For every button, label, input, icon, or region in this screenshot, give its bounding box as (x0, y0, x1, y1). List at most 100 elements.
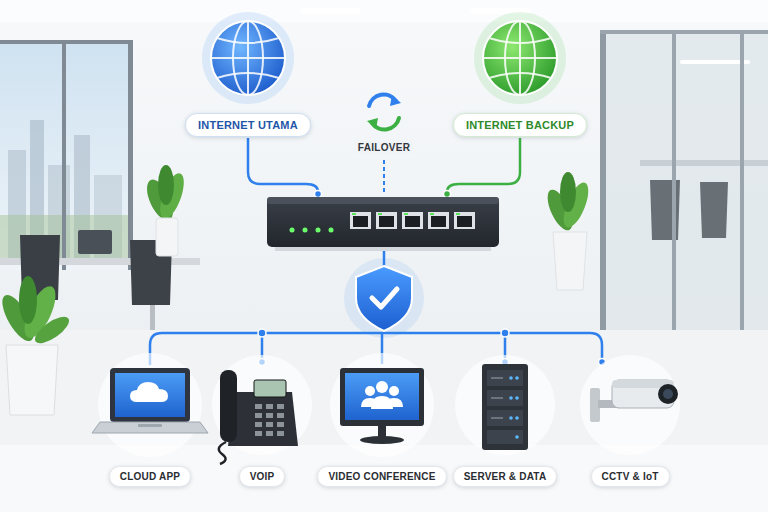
server-icon-part (487, 390, 523, 406)
device-glows-part (212, 355, 312, 455)
cctv-camera-icon-part (663, 389, 673, 399)
server-icon-part (515, 435, 519, 439)
device-label: CCTV & IoT (591, 466, 670, 487)
server-icon-part (487, 370, 523, 386)
router-ports-part (431, 216, 446, 227)
globe-backup-part (483, 57, 557, 59)
device-glows-part (580, 355, 680, 455)
voip-phone-icon-part-part (266, 404, 273, 409)
right-glass-wall-part (740, 30, 744, 330)
front-plant-part (31, 312, 73, 348)
left-window-part (0, 40, 132, 44)
server-icon-part (509, 416, 513, 420)
server-icon-part (509, 376, 513, 380)
laptop-icon-part (130, 382, 168, 402)
right-glass-wall-part (700, 182, 728, 238)
security-shield (344, 258, 424, 338)
router-ports (350, 212, 475, 229)
router-part (303, 228, 308, 233)
right-glass-wall-part (640, 160, 768, 166)
globe-backup (474, 12, 566, 104)
server-icon-part (491, 377, 503, 379)
globe-backup-part (483, 21, 557, 95)
router-ports-part (428, 212, 449, 229)
globe-backup-part (489, 73, 551, 78)
router-part (316, 228, 321, 233)
node-text: SERVER & DATA (464, 471, 547, 482)
node-text: VOIP (250, 471, 275, 482)
laptop-icon-part (115, 373, 185, 417)
monitor-icon (340, 368, 424, 444)
voip-phone-icon-part (228, 392, 298, 446)
floor-and-table-part (0, 330, 768, 512)
server-icon-part (515, 376, 519, 380)
cctv-camera-icon-part (658, 384, 678, 404)
router-ports-part (350, 212, 371, 229)
device-label: VIDEO CONFERENCE (317, 466, 446, 487)
voip-phone-icon-part (220, 370, 237, 442)
voip-phone-icon-part-part (266, 413, 273, 418)
right-glass-wall-part (672, 30, 676, 330)
laptop-icon (92, 368, 208, 433)
voip-phone-icon-part-part (255, 404, 262, 409)
right-plant-part (553, 232, 587, 290)
left-plant-part (158, 165, 174, 205)
monitor-icon-part (345, 373, 419, 420)
voip-phone-icon (219, 370, 298, 464)
voip-phone-icon-part-part (277, 431, 284, 436)
right-plant-part (560, 172, 576, 212)
globe-backup-part (474, 12, 566, 104)
monitor-icon-part (389, 386, 399, 396)
security-shield-part (372, 289, 397, 307)
device-glows-part (455, 355, 555, 455)
uplink-wires-part (315, 191, 322, 198)
right-plant (543, 172, 594, 290)
node-text: CLOUD APP (120, 471, 180, 482)
router-ports-part (352, 213, 356, 215)
uplink-wires-part (383, 160, 385, 195)
router-ports-part (454, 212, 475, 229)
left-plant (142, 165, 189, 256)
failover-icon (367, 94, 401, 129)
router-ports-part (405, 216, 420, 227)
router (267, 197, 499, 251)
voip-phone-icon-part (255, 404, 284, 436)
router-ports-part (376, 212, 397, 229)
right-glass-wall-part (600, 30, 606, 330)
voip-phone-icon-part-part (277, 413, 284, 418)
device-glows-part (98, 353, 202, 457)
voip-phone-icon-part-part (266, 422, 273, 427)
device-label: SERVER & DATA (453, 466, 558, 487)
left-plant-part (156, 218, 178, 256)
monitor-icon-part (340, 368, 424, 426)
security-shield-part (356, 266, 412, 331)
router-ports-part (456, 213, 460, 215)
router-part (267, 197, 499, 204)
server-icon-part (509, 396, 513, 400)
laptop-icon-part (92, 422, 208, 433)
internet-pill: INTERNET UTAMA (185, 113, 311, 137)
router-part (290, 228, 295, 233)
right-glass-wall-part (680, 60, 750, 64)
monitor-icon-part (371, 396, 393, 409)
node-text: INTERNET UTAMA (198, 119, 298, 131)
voip-phone-icon-part-part (277, 404, 284, 409)
router-ports-part (378, 213, 382, 215)
router-ports-part (379, 216, 394, 227)
failover-icon-part (390, 95, 401, 106)
router-ports-part (353, 216, 368, 227)
device-glows (98, 353, 680, 457)
front-plant-part (19, 276, 37, 324)
globe-main-part (211, 21, 285, 95)
distribution-wires-part (501, 329, 509, 337)
uplink-wires-part (444, 191, 451, 198)
node-text: VIDEO CONFERENCE (328, 471, 435, 482)
front-plant-part (6, 345, 58, 415)
router-ports-part (404, 213, 408, 215)
right-glass-wall (600, 30, 768, 330)
right-glass-wall-part (600, 30, 768, 34)
